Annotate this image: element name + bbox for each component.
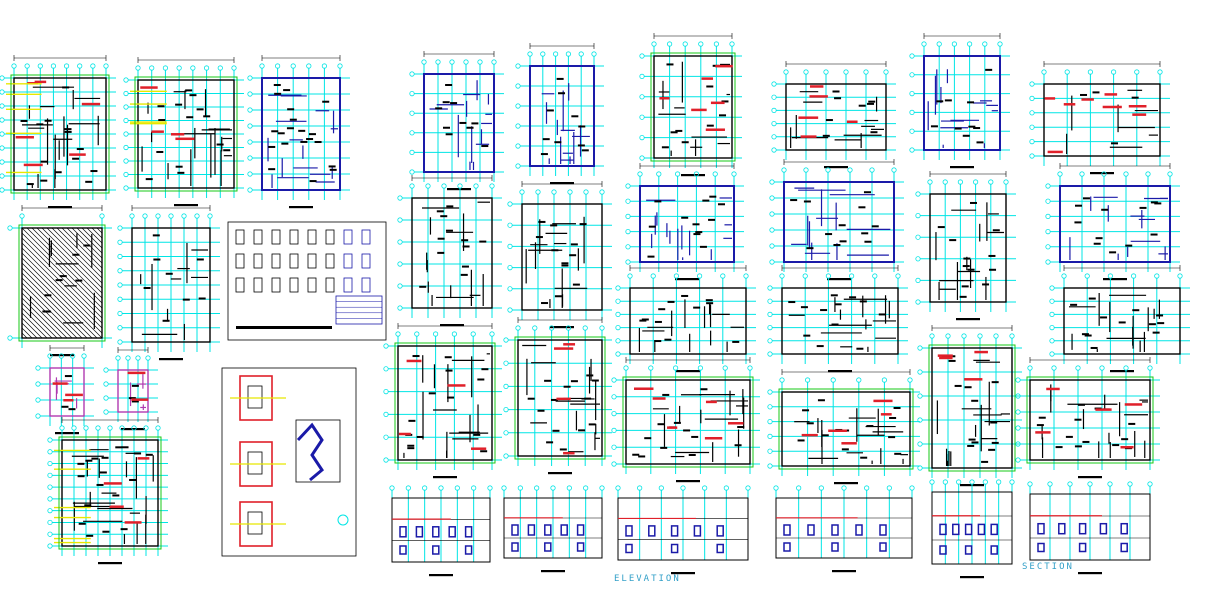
unit-plan-b [103, 347, 158, 431]
floor-plan-3 [639, 33, 742, 177]
ground-floor-plan-small [0, 55, 116, 209]
elevation-drawing-1 [389, 485, 493, 577]
first-floor-plan-small [123, 57, 244, 207]
floor-plan-4 [771, 61, 896, 169]
floor-plan-6 [1029, 61, 1170, 175]
floor-plan-2 [515, 43, 604, 185]
floor-plan-10 [769, 159, 904, 281]
elevation-drawing-2 [501, 485, 605, 573]
floor-plan-18 [611, 357, 760, 483]
floor-plan-19 [767, 369, 920, 485]
floor-plan-13 [615, 265, 756, 373]
typical-floor-plan-large [47, 417, 168, 565]
elevation-drawing-5 [929, 479, 1015, 579]
door-window-schedule [227, 221, 387, 341]
elevation-drawing-4 [773, 485, 915, 573]
floor-plan-1 [409, 51, 504, 191]
floor-plan-16 [383, 323, 502, 479]
column-layout-plan [117, 205, 220, 361]
staircase-detail-panel [221, 367, 357, 557]
section-label: SECTION [1022, 562, 1074, 572]
elevation-label: ELEVATION [614, 574, 681, 584]
floor-plan-15 [1049, 265, 1190, 373]
floor-plan-5 [909, 33, 1010, 169]
floor-plan-17 [503, 317, 612, 475]
floor-plan-20 [917, 325, 1022, 487]
floor-plan-12 [1045, 163, 1180, 281]
elevation-drawing-3 [615, 485, 751, 575]
floor-plan-14 [767, 265, 908, 373]
floor-plan-9 [625, 163, 744, 281]
floor-plan-11 [915, 171, 1016, 321]
site-plan-hatched [7, 205, 112, 357]
floor-plan-8 [507, 181, 612, 329]
elevation-drawing-6 [1027, 481, 1153, 575]
roof-plan-small [247, 55, 350, 209]
floor-plan-7 [397, 175, 502, 327]
floor-plan-21 [1015, 357, 1160, 479]
unit-plan-a [35, 345, 94, 435]
